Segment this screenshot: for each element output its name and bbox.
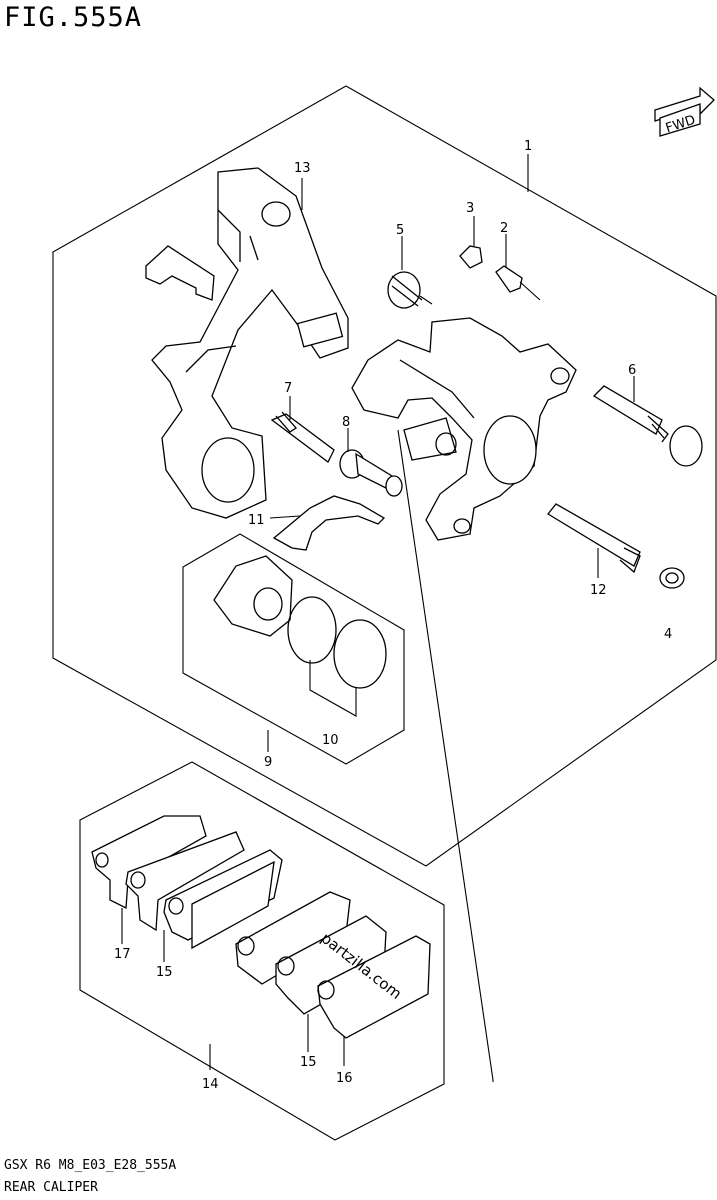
callout-8: 8: [342, 415, 350, 430]
callout-7: 7: [284, 381, 292, 396]
slide-pin-upper: [592, 385, 703, 467]
callout-9: 9: [264, 755, 272, 770]
pad-spring: [272, 495, 386, 551]
figure-caption: REAR CALIPER: [4, 1180, 98, 1195]
piston-kit-boundary: [182, 533, 405, 765]
bleeder-cover: [459, 245, 483, 269]
fwd-arrow-icon: FWD: [654, 86, 715, 137]
reference-line: [397, 429, 494, 1082]
model-code: GSX R6 M8_E03_E28_555A: [4, 1158, 177, 1173]
callout-6: 6: [628, 363, 636, 378]
callout-13: 13: [294, 161, 311, 176]
callout-15-left: 15: [156, 965, 173, 980]
callout-17: 17: [114, 947, 131, 962]
callout-3: 3: [466, 201, 474, 216]
shim-15-left: [125, 831, 245, 932]
bracket-clip: [145, 245, 215, 301]
callout-10: 10: [322, 733, 339, 748]
callout-4: 4: [664, 627, 672, 642]
callout-15-right: 15: [300, 1055, 317, 1070]
sleeve-8: [339, 449, 403, 497]
bleeder-valve: [495, 265, 541, 301]
caliper-assembly-boundary: [52, 85, 717, 867]
callout-5: 5: [396, 223, 404, 238]
callout-2: 2: [500, 221, 508, 236]
shim-16: [317, 935, 431, 1039]
piston: [213, 555, 293, 637]
caliper-body: [351, 317, 577, 541]
piston-seal-1: [287, 596, 337, 664]
slide-pin-lower: [547, 503, 641, 574]
callout-1: 1: [524, 139, 532, 154]
pad-set-boundary: [79, 761, 445, 1141]
callout-11: 11: [248, 513, 265, 528]
nut-4: [659, 567, 685, 589]
rear-caliper-diagram: FWD: [52, 85, 717, 1141]
pin-7: [270, 411, 335, 463]
figure-title: FIG.555A: [4, 2, 143, 33]
callout-14: 14: [202, 1077, 219, 1092]
caliper-bracket: [151, 167, 349, 519]
piston-seal-2: [333, 619, 387, 689]
bleeder-cap: [387, 271, 433, 309]
leader-lines: [121, 154, 635, 1070]
callout-16: 16: [336, 1071, 353, 1086]
pad-left-friction: [191, 860, 275, 950]
callout-12: 12: [590, 583, 607, 598]
seal-leader: [309, 660, 357, 717]
shim-17: [91, 815, 207, 910]
